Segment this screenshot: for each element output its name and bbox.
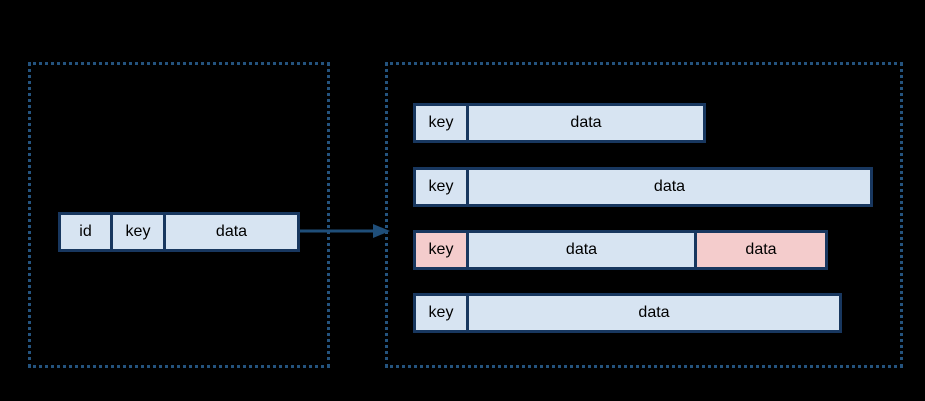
source-key-cell: key: [110, 212, 166, 252]
arrow-right-icon: [300, 224, 390, 238]
row-data-cell: data: [466, 167, 873, 207]
row-data-cell-highlighted: data: [694, 230, 828, 270]
row-key-cell: key: [413, 293, 469, 333]
row-key-cell: key: [413, 103, 469, 143]
target-row: key data: [413, 167, 873, 207]
source-dotted-container: [28, 62, 330, 368]
source-record-row: id key data: [58, 212, 300, 252]
row-key-cell: key: [413, 167, 469, 207]
target-row: key data: [413, 103, 706, 143]
source-id-cell: id: [58, 212, 113, 252]
row-key-cell-highlighted: key: [413, 230, 469, 270]
source-data-cell: data: [163, 212, 300, 252]
row-data-cell: data: [466, 103, 706, 143]
row-data-cell: data: [466, 230, 697, 270]
target-row-highlighted: key data data: [413, 230, 828, 270]
row-data-cell: data: [466, 293, 842, 333]
target-row: key data: [413, 293, 842, 333]
target-dotted-container: [385, 62, 903, 368]
